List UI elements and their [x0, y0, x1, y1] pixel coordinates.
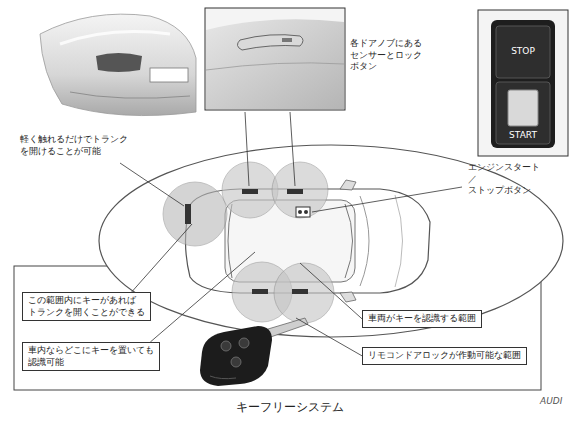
callout-box: この範囲内にキーがあれば トランクを開くことができる: [22, 292, 151, 321]
callout-text: この範囲内にキーがあれば トランクを開くことができる: [28, 295, 145, 318]
feature-note: エンジンスタート／ ストップボタン: [468, 162, 540, 197]
trunk-photo: [40, 14, 196, 115]
button-text: STOP: [511, 46, 535, 58]
watermark: AUDI: [540, 396, 562, 408]
leader-line: [300, 263, 362, 319]
figure-caption: キーフリーシステム: [236, 400, 344, 416]
callout-box: リモコンドアロックが作動可能な範囲: [362, 347, 527, 365]
feature-note: 軽く触れるだけでトランク を開けることが可能: [20, 134, 128, 157]
feature-note: 各ドアノブにある センサーとロック ボタン: [350, 38, 422, 73]
leader-line: [296, 318, 362, 356]
door-handle-photo: [205, 8, 345, 110]
sensor-zones: [163, 162, 334, 323]
callout-text: 車両がキーを認識する範囲: [368, 313, 476, 325]
button-text: START: [509, 130, 537, 142]
leader-line: [132, 224, 192, 292]
engine-button-photo: [478, 10, 568, 156]
remote-lock-range: [99, 145, 563, 337]
callout-box: 車内ならどこにキーを置いても 認識可能: [22, 342, 160, 371]
leader-line: [150, 252, 255, 342]
callout-box: 車両がキーを認識する範囲: [362, 310, 482, 328]
leader-lines: [120, 112, 462, 212]
callout-text: リモコンドアロックが作動可能な範囲: [368, 350, 521, 362]
callout-text: 車内ならどこにキーを置いても 認識可能: [28, 345, 154, 368]
key-fob: [200, 318, 308, 386]
